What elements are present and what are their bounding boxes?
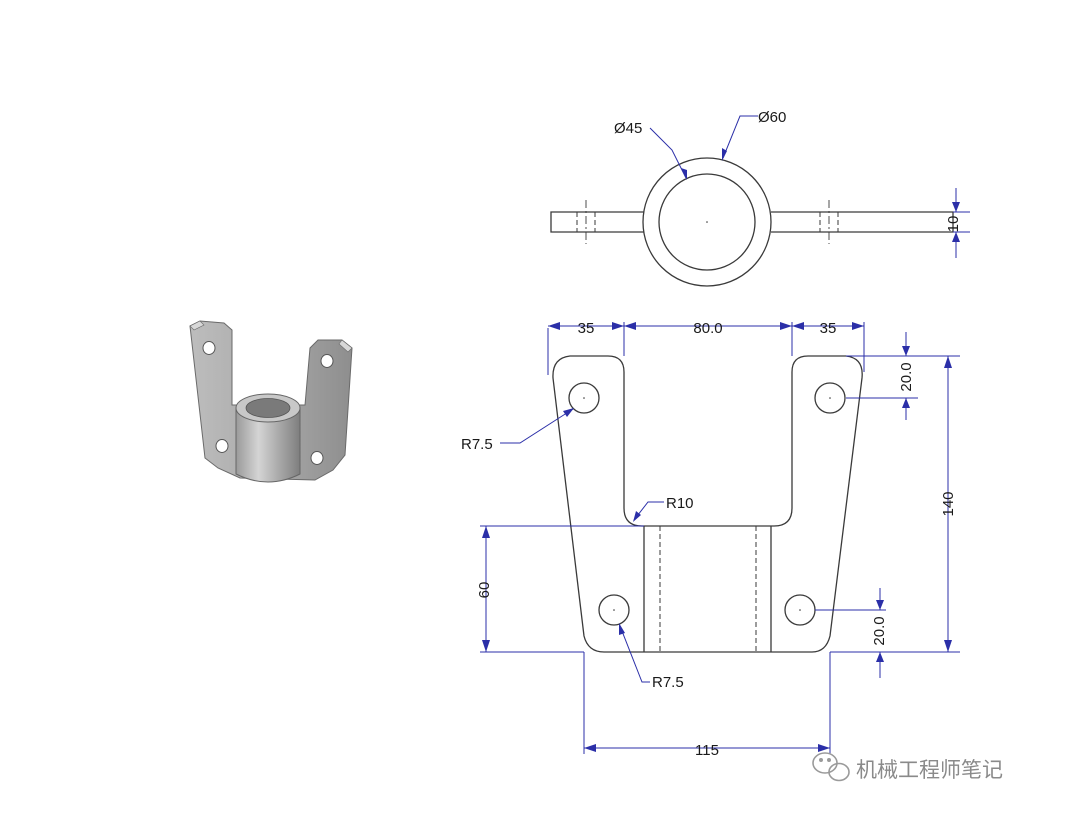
arrow xyxy=(952,202,960,242)
arrow xyxy=(619,623,625,635)
dim-lower-hole-offset-label: 20.0 xyxy=(871,616,888,645)
hole-upper-right xyxy=(814,382,846,414)
arrow xyxy=(563,408,574,417)
dim-upper-hole-radius-label: R7.5 xyxy=(461,436,493,453)
arrow xyxy=(722,148,727,161)
dim-tube-height-lines xyxy=(480,525,644,653)
leader-dia-inner xyxy=(649,127,687,179)
front-view xyxy=(480,322,960,754)
dim-top-slot-width-label: 80.0 xyxy=(693,320,722,337)
dim-thickness-lines xyxy=(953,188,970,258)
tube-bore-hidden xyxy=(659,526,757,652)
dim-dia-outer-label: Ø60 xyxy=(758,109,786,126)
dim-thickness-label: 10 xyxy=(945,216,962,233)
top-view-hidden-holes-right xyxy=(819,212,839,232)
dim-top-right-width-label: 35 xyxy=(820,320,837,337)
tube-bore xyxy=(245,398,291,418)
bracket-edge xyxy=(189,320,353,353)
isometric-part-view xyxy=(189,320,353,483)
dim-bottom-width-lines xyxy=(583,652,831,754)
dim-dia-inner-label: Ø45 xyxy=(614,120,642,137)
hole-top-left xyxy=(202,341,216,355)
watermark-text: 机械工程师笔记 xyxy=(856,758,1003,782)
dim-lower-hole-radius-label: R7.5 xyxy=(652,674,684,691)
top-view xyxy=(550,115,970,287)
dim-top-left-width-label: 35 xyxy=(578,320,595,337)
top-view-inner-circle xyxy=(658,173,756,271)
hole-centers xyxy=(583,397,831,611)
dim-tube-height-label: 60 xyxy=(476,582,493,599)
hole-lower-left xyxy=(598,594,630,626)
top-view-left-flange xyxy=(550,211,644,233)
arrow xyxy=(681,168,687,180)
top-view-centerlines xyxy=(585,200,830,244)
hole-bottom-right xyxy=(310,451,324,465)
tube-outer-edges xyxy=(643,526,772,652)
dim-top-hole-offset-label: 20.0 xyxy=(898,362,915,391)
top-view-center-point xyxy=(706,221,708,223)
hole-top-right xyxy=(320,354,334,368)
front-view-outline xyxy=(552,355,863,653)
leader-upper-hole-radius xyxy=(500,408,574,444)
hole-bottom-left xyxy=(215,439,229,453)
dim-bottom-width-label: 115 xyxy=(695,742,719,759)
dim-overall-height-lines xyxy=(830,355,960,653)
top-view-right-flange xyxy=(771,211,954,233)
wechat-icon xyxy=(812,752,850,782)
leader-dia-outer xyxy=(722,115,758,159)
dim-overall-height-label: 140 xyxy=(940,491,957,516)
dim-slot-fillet-label: R10 xyxy=(666,495,694,512)
leader-slot-fillet xyxy=(633,501,664,521)
leader-lower-hole-radius xyxy=(619,625,650,683)
top-view-hidden-holes-left xyxy=(576,212,596,232)
arrow xyxy=(548,322,864,330)
hole-upper-left xyxy=(568,382,600,414)
top-view-outer-circle xyxy=(642,157,772,287)
dim-top-extension-lines xyxy=(547,322,865,375)
tube-body xyxy=(235,407,301,483)
arrow xyxy=(633,511,641,522)
